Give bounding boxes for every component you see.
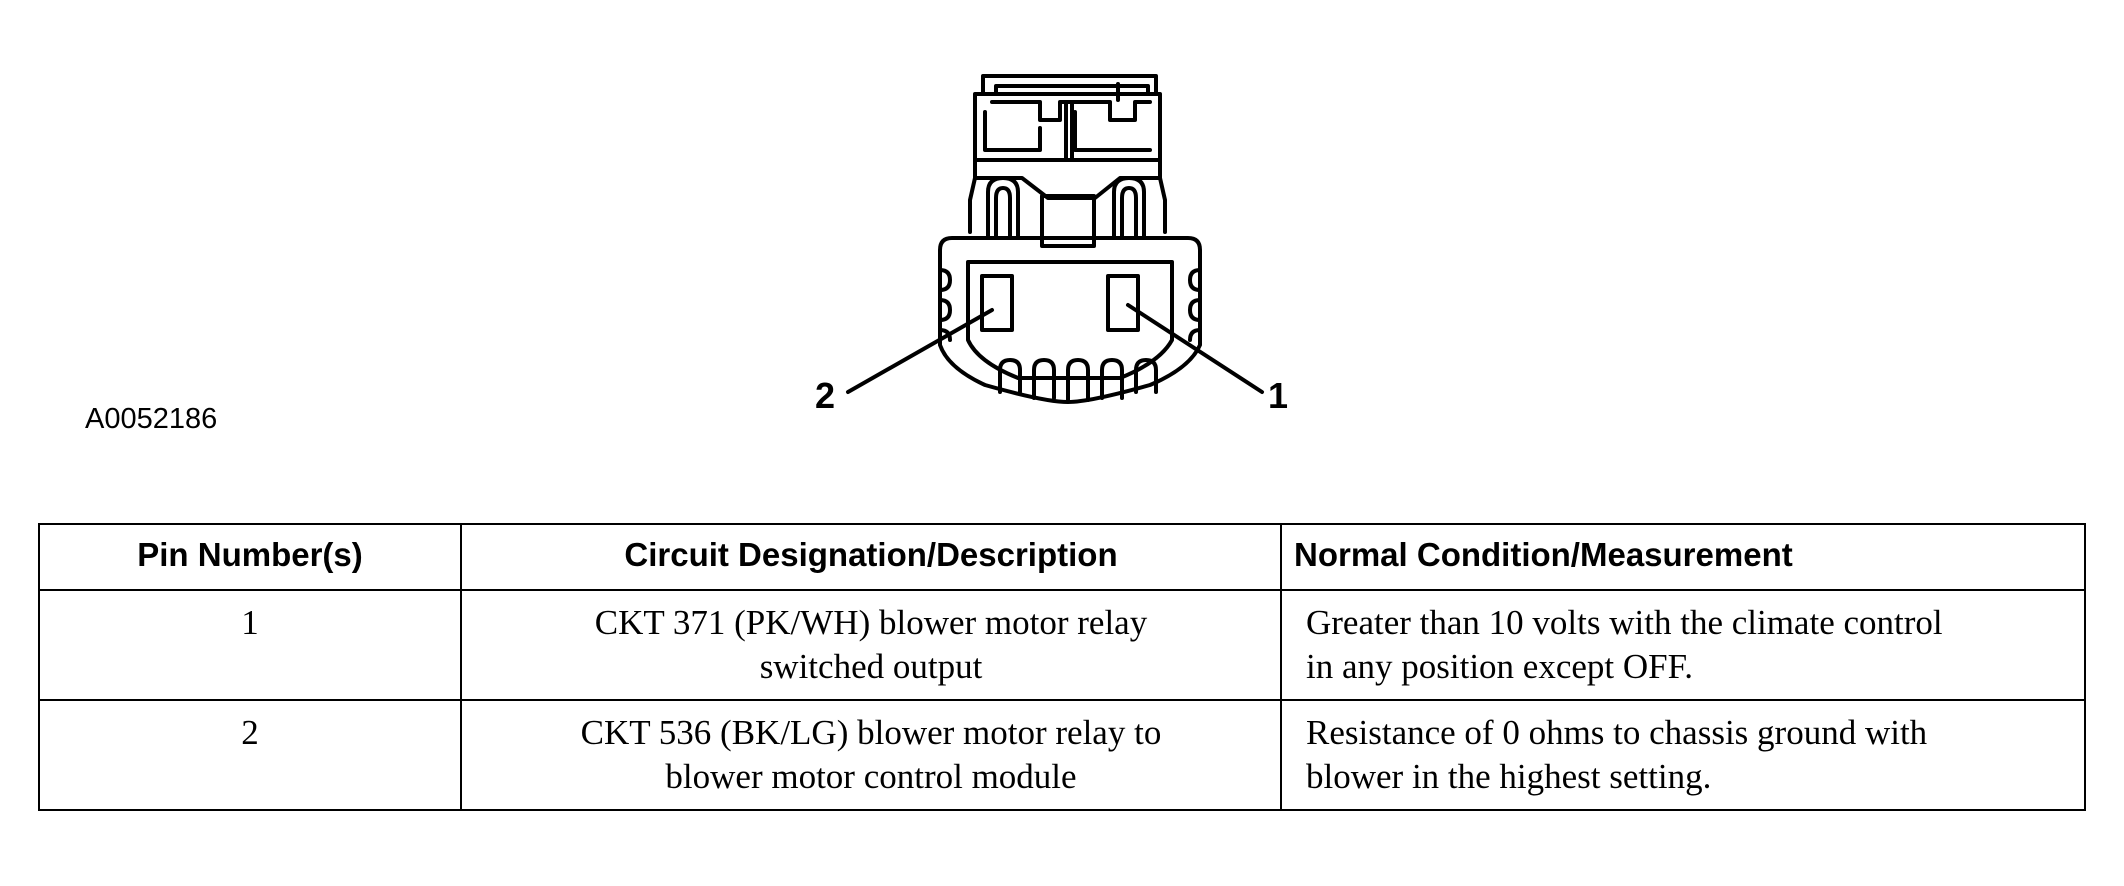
condition-cell: Resistance of 0 ohms to chassis ground w… <box>1280 699 2086 811</box>
pin-1-callout: 1 <box>1268 375 1288 416</box>
figure-id: A0052186 <box>85 403 218 435</box>
description-line: blower motor control module <box>665 757 1077 796</box>
header-circuit-description: Circuit Designation/Description <box>460 523 1282 591</box>
table-row: 1 CKT 371 (PK/WH) blower motor relay swi… <box>38 589 2086 701</box>
pin-1-leader <box>1126 303 1264 394</box>
condition-line: Resistance of 0 ohms to chassis ground w… <box>1306 713 1928 752</box>
pin-2-terminal <box>980 274 1014 332</box>
condition-cell: Greater than 10 volts with the climate c… <box>1280 589 2086 701</box>
description-line: switched output <box>759 647 983 686</box>
description-line: CKT 371 (PK/WH) blower motor relay <box>594 603 1148 642</box>
pin-2-callout: 2 <box>815 375 835 416</box>
table-row: 2 CKT 536 (BK/LG) blower motor relay to … <box>38 699 2086 811</box>
pin-1-terminal <box>1106 274 1140 332</box>
condition-line: Greater than 10 volts with the climate c… <box>1306 603 1943 642</box>
circuit-description-cell: CKT 371 (PK/WH) blower motor relay switc… <box>460 589 1282 701</box>
circuit-description-cell: CKT 536 (BK/LG) blower motor relay to bl… <box>460 699 1282 811</box>
header-pin-number: Pin Number(s) <box>38 523 462 591</box>
condition-line: blower in the highest setting. <box>1306 757 1712 796</box>
pinout-table: Pin Number(s) Circuit Designation/Descri… <box>38 523 2086 811</box>
pin-number-cell: 2 <box>38 699 462 811</box>
pin-2-leader <box>846 308 994 394</box>
header-normal-condition: Normal Condition/Measurement <box>1280 523 2086 591</box>
connector-drawing <box>846 74 1264 404</box>
description-line: CKT 536 (BK/LG) blower motor relay to <box>580 713 1162 752</box>
condition-line: in any position except OFF. <box>1306 647 1694 686</box>
connector-diagram: 2 1 <box>815 74 1288 416</box>
pin-number-cell: 1 <box>38 589 462 701</box>
table-header-row: Pin Number(s) Circuit Designation/Descri… <box>38 523 2086 591</box>
